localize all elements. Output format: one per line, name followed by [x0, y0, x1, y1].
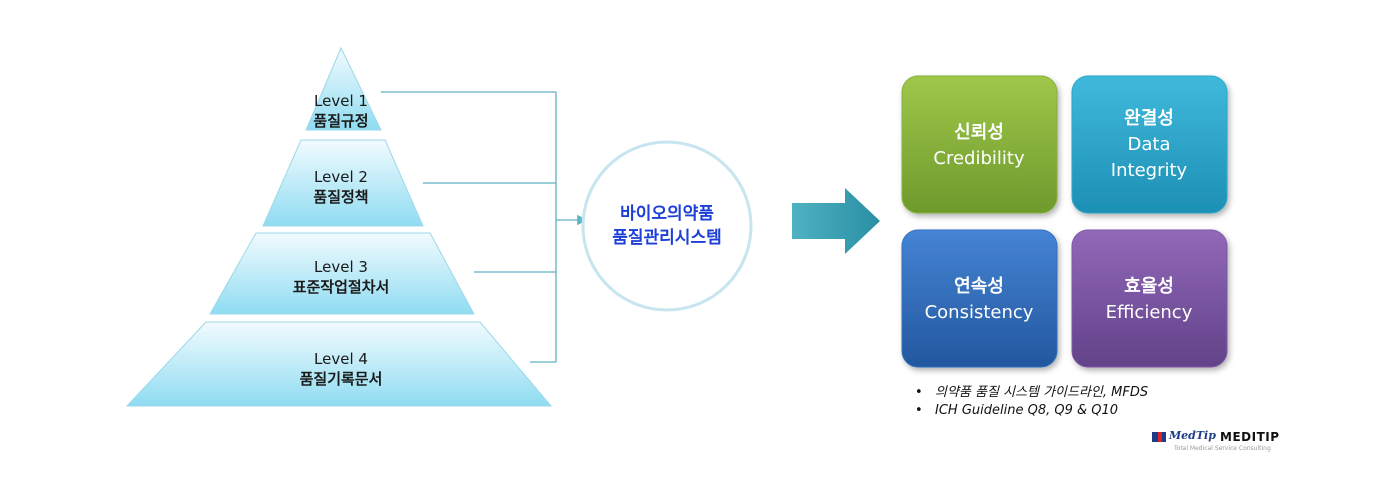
circle-line-1: 바이오의약품 [620, 203, 714, 224]
pyramid-level-1 [305, 46, 382, 131]
logo-mark-icon [1152, 432, 1166, 442]
level-1-label: Level 1 [314, 92, 368, 110]
quadrant-consistency-english: Consistency [925, 302, 1034, 323]
level-4-name: 품질기록문서 [300, 370, 383, 388]
reference-item: 의약품 품질 시스템 가이드라인, MFDS [915, 384, 1148, 402]
logo-script: MedTip [1169, 429, 1216, 442]
quadrant-credibility-english: Credibility [933, 148, 1025, 169]
logo-wordmark: MEDITIP [1220, 430, 1280, 444]
level-2-name: 품질정책 [313, 188, 368, 206]
circle-line-2: 품질관리시스템 [612, 227, 721, 248]
logo-tagline: Total Medical Service Consulting [1174, 445, 1271, 452]
connector-bracket [381, 91, 588, 363]
quadrant-integrity-english-2: Integrity [1111, 160, 1188, 181]
quadrant-integrity: 완결성 Data Integrity [1071, 75, 1228, 214]
level-2-label: Level 2 [314, 168, 368, 186]
quadrant-consistency-korean: 연속성 [954, 276, 1004, 297]
level-1-name: 품질규정 [313, 112, 368, 130]
quadrant-integrity-english-1: Data [1128, 134, 1171, 155]
level-3-name: 표준작업절차서 [293, 278, 390, 296]
right-arrow-icon [792, 188, 880, 254]
quadrant-credibility-korean: 신뢰성 [954, 122, 1004, 143]
reference-item: ICH Guideline Q8, Q9 & Q10 [915, 402, 1148, 420]
pyramid-level-3 [209, 232, 475, 315]
quadrant-efficiency-english: Efficiency [1106, 302, 1193, 323]
quadrant-consistency: 연속성 Consistency [901, 229, 1058, 368]
quadrant-efficiency: 효율성 Efficiency [1071, 229, 1228, 368]
quadrant-integrity-korean: 완결성 [1124, 108, 1174, 129]
pyramid-level-2 [262, 139, 424, 227]
pyramid-level-4 [125, 321, 553, 407]
references-list: 의약품 품질 시스템 가이드라인, MFDS ICH Guideline Q8,… [915, 384, 1148, 420]
level-4-label: Level 4 [314, 350, 368, 368]
meditip-logo: MedTip MEDITIP Total Medical Service Con… [1152, 429, 1292, 454]
quadrant-efficiency-korean: 효율성 [1124, 276, 1174, 297]
central-circle: 바이오의약품 품질관리시스템 [581, 140, 753, 312]
level-3-label: Level 3 [314, 258, 368, 276]
quadrant-credibility: 신뢰성 Credibility [901, 75, 1058, 214]
pyramid: Level 1 품질규정 Level 2 품질정책 Level 3 표준작업절차… [125, 46, 553, 407]
